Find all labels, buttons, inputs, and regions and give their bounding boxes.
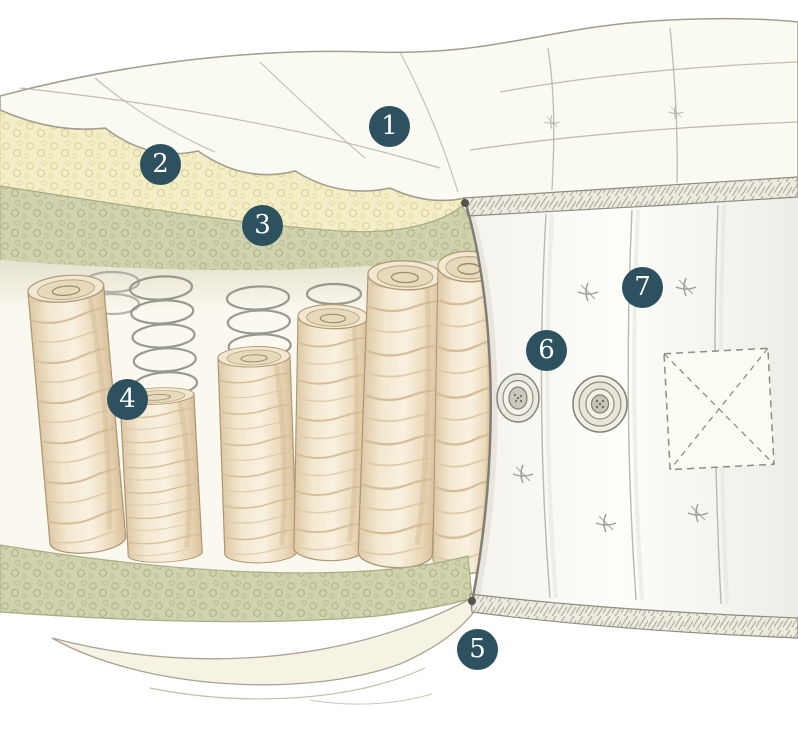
callout-badge-2-label: 2	[152, 149, 169, 179]
bottom-cover-flap	[51, 596, 475, 705]
side-panel	[464, 184, 798, 632]
callout-badge-1: 1	[369, 106, 410, 147]
callout-badge-5-label: 5	[469, 634, 486, 664]
top-border-tape	[463, 176, 798, 217]
callout-badge-3: 3	[242, 205, 283, 246]
air-vent-left	[496, 373, 540, 423]
callout-badge-3-label: 3	[254, 210, 271, 240]
bottom-border-tape	[469, 593, 798, 639]
callout-badge-1-label: 1	[381, 111, 398, 141]
bottom-felt-layer	[0, 544, 473, 623]
callout-badge-7-label: 7	[634, 272, 651, 302]
callout-badge-6-label: 6	[538, 335, 555, 365]
air-vent-right	[572, 375, 628, 433]
callout-badge-2: 2	[140, 144, 181, 185]
callout-badge-6: 6	[526, 330, 567, 371]
cut-edge-piping	[461, 197, 492, 605]
callout-badge-7: 7	[622, 267, 663, 308]
side-label-patch	[663, 347, 775, 471]
callout-badge-5: 5	[457, 629, 498, 670]
callout-badge-4: 4	[107, 379, 148, 420]
callout-badge-4-label: 4	[119, 384, 136, 414]
